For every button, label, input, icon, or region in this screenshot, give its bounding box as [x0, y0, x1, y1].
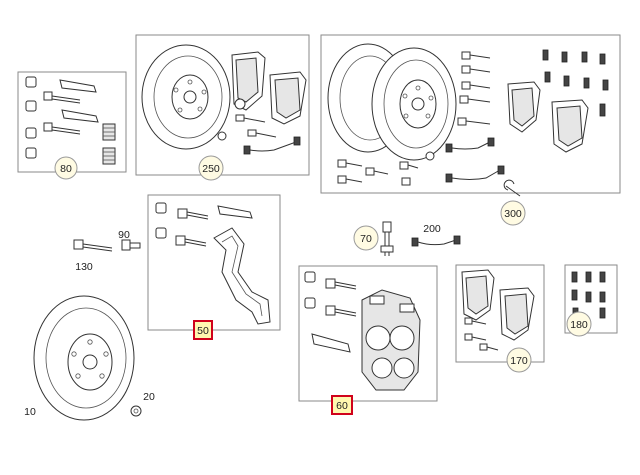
callout-10[interactable]: 10 — [24, 406, 36, 418]
screw-20-drawing — [130, 405, 142, 417]
cap-70-drawing — [380, 221, 394, 256]
callout-80-bubble — [54, 156, 78, 180]
callout-20[interactable]: 20 — [143, 391, 155, 403]
group-80[interactable]: 80 — [17, 71, 127, 180]
kit-drawing — [327, 43, 609, 197]
callout-60-fill — [332, 396, 352, 414]
padset-drawing — [461, 269, 535, 351]
group-10[interactable]: 10 — [24, 295, 135, 421]
disc-10-drawing — [33, 295, 135, 421]
sensor-200-drawing — [411, 235, 461, 247]
callout-250[interactable]: 250 — [202, 163, 220, 175]
callout-250-bubble — [198, 155, 224, 181]
callout-70[interactable]: 70 — [360, 233, 372, 245]
callout-60-highlight — [331, 395, 353, 415]
callout-90[interactable]: 90 — [118, 229, 130, 241]
group-90[interactable]: 90 — [118, 229, 141, 251]
group-180[interactable]: 180 — [564, 264, 618, 337]
caliper-drawing — [304, 271, 421, 391]
callout-80[interactable]: 80 — [60, 163, 72, 175]
callout-50-highlight — [193, 320, 213, 340]
group-130[interactable]: 130 — [73, 239, 113, 273]
callout-130[interactable]: 130 — [75, 261, 93, 273]
group-170[interactable]: 170 — [455, 264, 545, 373]
group-300[interactable]: 300 — [320, 34, 621, 226]
callout-170-bubble — [506, 347, 532, 373]
callout-170[interactable]: 170 — [510, 355, 528, 367]
callout-180[interactable]: 180 — [570, 319, 588, 331]
disc-pad-drawing — [141, 44, 307, 155]
group-70[interactable]: 70 — [353, 221, 394, 256]
pins-drawing — [25, 76, 116, 165]
group-50[interactable]: 50 — [147, 194, 281, 340]
callout-300[interactable]: 300 — [504, 208, 522, 220]
bleeder-90-drawing — [121, 239, 141, 251]
group-20[interactable]: 20 — [130, 391, 155, 417]
callout-50[interactable]: 50 — [197, 325, 209, 337]
carrier-drawing — [155, 202, 271, 325]
callout-180-bubble — [566, 311, 592, 337]
group-60[interactable]: 60 — [298, 265, 438, 415]
bolt-130-drawing — [73, 239, 113, 252]
callout-300-bubble — [500, 200, 526, 226]
group-250[interactable]: 250 — [135, 34, 310, 181]
clips-drawing — [571, 271, 606, 319]
callout-200[interactable]: 200 — [423, 223, 441, 235]
callout-70-bubble — [353, 225, 379, 251]
callout-60[interactable]: 60 — [336, 400, 348, 412]
group-200[interactable]: 200 — [411, 223, 461, 247]
callout-50-fill — [194, 321, 212, 339]
